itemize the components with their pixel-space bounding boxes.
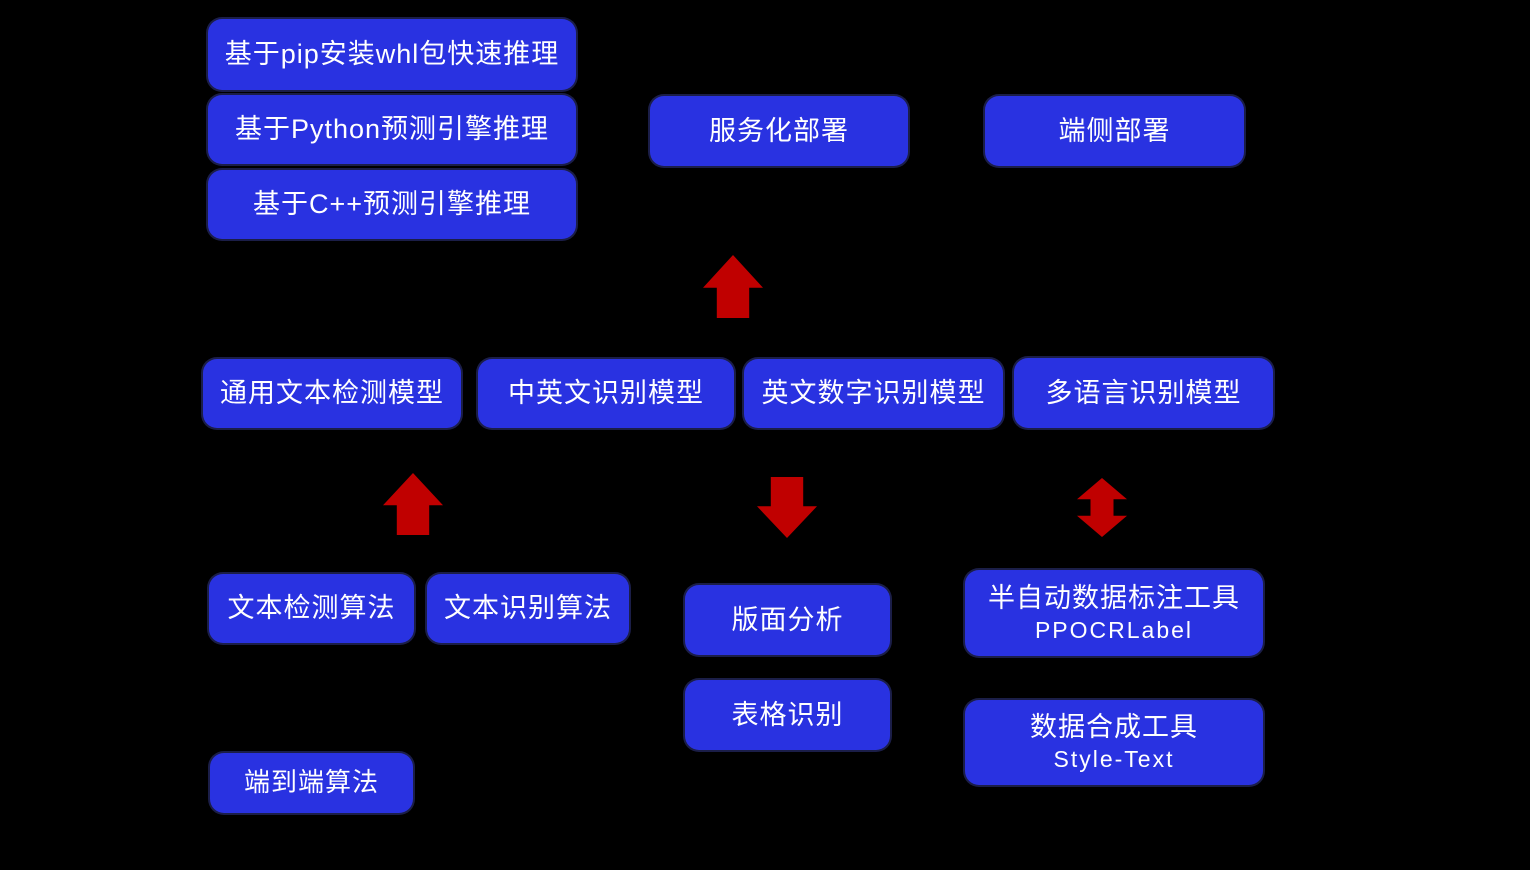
layout-down-arrow-icon — [757, 477, 817, 538]
node-label: 半自动数据标注工具 — [988, 582, 1240, 613]
node-text-recognition-algorithm: 文本识别算法 — [427, 574, 629, 643]
node-table-recognition: 表格识别 — [685, 680, 890, 750]
node-general-text-detection-model: 通用文本检测模型 — [203, 359, 461, 428]
node-label: 基于Python预测引擎推理 — [234, 114, 550, 145]
detection-up-arrow-icon — [383, 473, 443, 535]
node-data-synthesis-tool-styletext: 数据合成工具 Style-Text — [965, 700, 1263, 785]
node-english-digit-recognition-model: 英文数字识别模型 — [744, 359, 1003, 428]
node-label: 基于C++预测引擎推理 — [252, 189, 532, 220]
node-semiauto-labeling-tool-ppocrlabel: 半自动数据标注工具 PPOCRLabel — [965, 570, 1263, 656]
node-cpp-engine-inference: 基于C++预测引擎推理 — [208, 170, 576, 239]
node-label: 数据合成工具 — [1030, 712, 1198, 742]
node-multilingual-recognition-model: 多语言识别模型 — [1014, 358, 1273, 428]
node-label: 文本识别算法 — [444, 593, 612, 624]
node-label: 服务化部署 — [709, 115, 849, 146]
node-label: 英文数字识别模型 — [761, 378, 986, 409]
node-label: 端侧部署 — [1058, 115, 1171, 146]
node-python-engine-inference: 基于Python预测引擎推理 — [208, 95, 576, 164]
node-label: 文本检测算法 — [227, 593, 396, 624]
node-sublabel: PPOCRLabel — [1034, 616, 1194, 643]
node-chinese-english-recognition-model: 中英文识别模型 — [478, 359, 734, 428]
deployment-up-arrow-icon — [703, 255, 763, 318]
node-pip-whl-inference: 基于pip安装whl包快速推理 — [208, 19, 576, 90]
node-label: 多语言识别模型 — [1045, 377, 1242, 408]
node-label: 表格识别 — [731, 699, 844, 730]
node-label: 中英文识别模型 — [508, 378, 704, 409]
node-end-to-end-algorithm: 端到端算法 — [210, 753, 413, 813]
node-label: 基于pip安装whl包快速推理 — [224, 39, 560, 70]
node-label: 版面分析 — [731, 604, 844, 635]
node-sublabel: Style-Text — [1053, 746, 1175, 773]
node-text-detection-algorithm: 文本检测算法 — [209, 574, 414, 643]
node-edge-deployment: 端侧部署 — [985, 96, 1244, 166]
tools-updown-arrow-icon — [1077, 478, 1127, 537]
node-label: 端到端算法 — [243, 767, 379, 798]
node-serving-deployment: 服务化部署 — [650, 96, 908, 166]
node-layout-analysis: 版面分析 — [685, 585, 890, 655]
node-label: 通用文本检测模型 — [220, 378, 444, 409]
